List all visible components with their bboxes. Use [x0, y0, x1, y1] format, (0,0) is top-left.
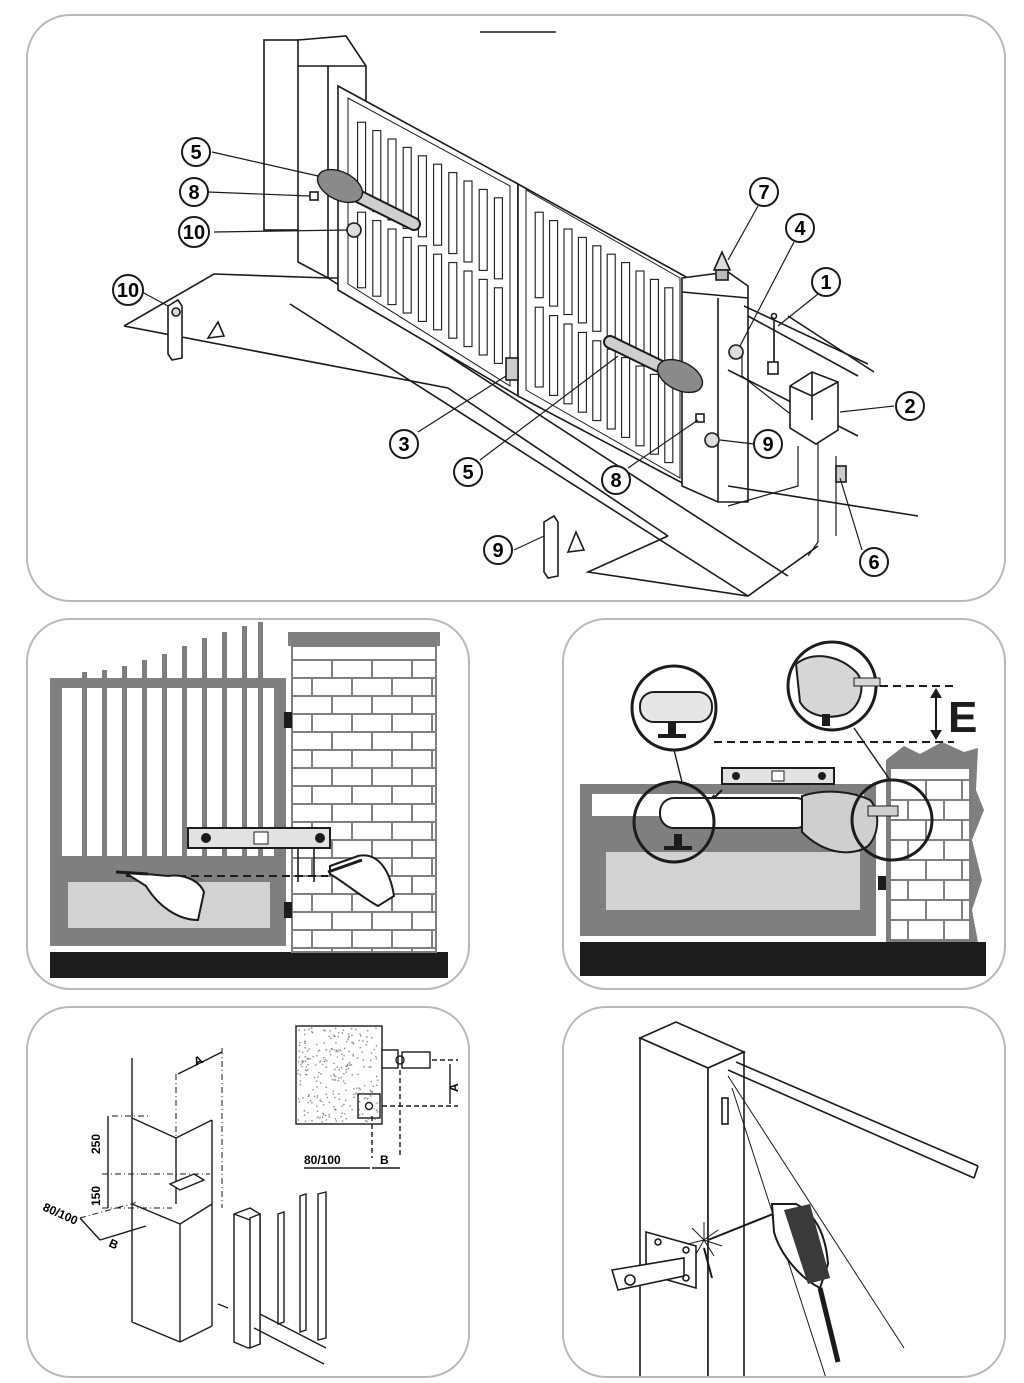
operator-right — [603, 335, 704, 394]
gate-left-leaf — [337, 84, 519, 398]
gate-bars — [357, 121, 674, 464]
label-b-isometric: B — [107, 1236, 121, 1252]
level-marking-drawing — [50, 622, 448, 978]
svg-text:10: 10 — [183, 222, 205, 244]
magnifier-front-motor — [786, 640, 881, 732]
gate-operator — [659, 790, 899, 854]
operator-alignment-drawing: E — [580, 640, 986, 976]
magnifier-rear-detail — [632, 780, 716, 864]
svg-text:10: 10 — [117, 280, 139, 302]
bracket-welding-panel — [562, 1006, 1006, 1378]
callout-4: 4 — [785, 213, 815, 243]
svg-text:1: 1 — [820, 272, 831, 294]
bracket-dimensions-panel: A 250 150 80/100 B A 80/100 B — [26, 1006, 470, 1378]
svg-text:5: 5 — [462, 462, 473, 484]
photocell-post-left — [167, 298, 226, 361]
callout-6: 6 — [859, 547, 889, 577]
operator-left — [316, 168, 421, 231]
svg-text:2: 2 — [904, 396, 915, 418]
plan-view-detail — [295, 1025, 458, 1169]
right-pillar — [681, 250, 749, 503]
svg-text:4: 4 — [794, 218, 806, 240]
photocell-icon — [728, 344, 744, 360]
installation-overview-drawing: 5 8 10 10 7 4 1 2 3 5 8 9 6 9 — [112, 31, 925, 597]
photocell-left-pillar-icon — [346, 222, 362, 238]
flashing-light-icon — [767, 361, 779, 375]
callout-7: 7 — [749, 177, 779, 207]
spirit-level — [187, 827, 331, 849]
isometric-pillar — [131, 1058, 213, 1343]
label-80-100-isometric: 80/100 — [41, 1200, 81, 1228]
label-b-plan: B — [380, 1153, 389, 1167]
callout-5-bottom: 5 — [453, 457, 483, 487]
operator-alignment-panel: E — [562, 618, 1006, 990]
gate-right-leaf — [517, 182, 689, 488]
brick-pillar — [288, 632, 440, 953]
lower-hinge — [284, 902, 292, 918]
gate-stop — [505, 357, 519, 381]
mounting-bracket — [610, 1230, 713, 1291]
right-hand-marker — [327, 854, 396, 908]
upper-hinge — [284, 712, 292, 728]
svg-text:3: 3 — [398, 434, 409, 456]
ground-slab — [580, 942, 986, 976]
magnifier-front-detail — [850, 778, 934, 862]
gate-section — [217, 1191, 327, 1365]
callout-8-bottom: 8 — [601, 465, 631, 495]
spirit-level — [721, 767, 835, 785]
photocell-post-right — [543, 514, 586, 579]
bracket-left-icon — [309, 191, 319, 201]
callout-8-top: 8 — [179, 177, 209, 207]
label-80-100-plan: 80/100 — [304, 1153, 341, 1167]
control-box — [789, 371, 839, 445]
ground-slab — [50, 952, 448, 978]
level-marking-panel — [26, 618, 470, 990]
callout-9-post: 9 — [483, 535, 513, 565]
dimension-e: E — [714, 685, 977, 743]
bracket-dimensions-drawing: A 250 150 80/100 B A 80/100 B — [41, 1025, 461, 1365]
svg-text:7: 7 — [758, 182, 769, 204]
callout-10-pillar: 10 — [178, 216, 210, 248]
gate-vertical-bars — [82, 622, 263, 856]
label-a-plan: A — [447, 1083, 461, 1092]
hinge — [878, 876, 886, 890]
callout-3: 3 — [389, 429, 419, 459]
label-150: 150 — [89, 1186, 103, 1206]
square-post — [638, 1021, 746, 1376]
magnifier-rear-bracket — [630, 664, 718, 752]
svg-text:6: 6 — [868, 552, 879, 574]
svg-text:8: 8 — [610, 470, 621, 492]
bracket-welding-drawing — [610, 1021, 979, 1376]
callout-9-pillar: 9 — [753, 429, 783, 459]
brick-pillar — [886, 742, 984, 942]
callout-5-top: 5 — [181, 137, 211, 167]
svg-text:E: E — [948, 693, 977, 742]
svg-text:5: 5 — [190, 142, 201, 164]
svg-text:8: 8 — [188, 182, 199, 204]
left-hand-marker — [115, 870, 206, 922]
gate-rail — [727, 1061, 979, 1179]
callout-2: 2 — [895, 391, 925, 421]
svg-text:9: 9 — [492, 540, 503, 562]
photocell-pillar-icon — [704, 432, 720, 448]
concrete-texture — [297, 1027, 379, 1123]
installation-overview-panel: 5 8 10 10 7 4 1 2 3 5 8 9 6 9 — [26, 14, 1006, 602]
weld-spark — [687, 1222, 723, 1257]
welding-hand — [707, 1203, 841, 1363]
svg-text:9: 9 — [762, 434, 773, 456]
callout-10-post: 10 — [112, 274, 144, 306]
bracket-right-icon — [695, 413, 705, 423]
label-250: 250 — [89, 1134, 103, 1154]
callout-1: 1 — [811, 267, 841, 297]
